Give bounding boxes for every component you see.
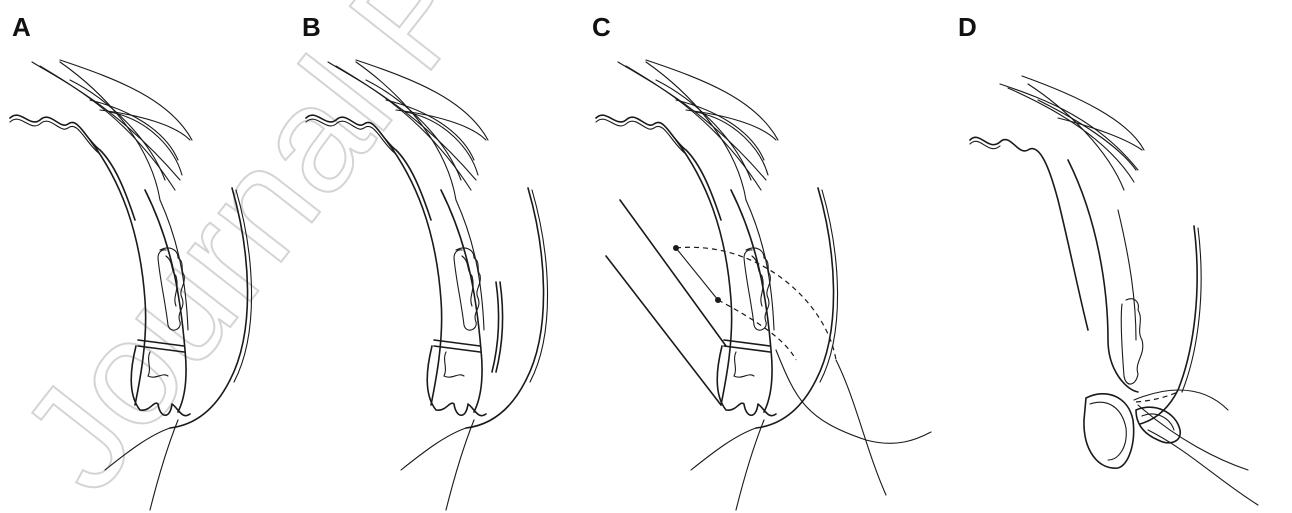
panel-b-drawing <box>306 60 548 510</box>
panel-d-drawing <box>970 76 1258 505</box>
panel-c-drawing <box>596 60 931 510</box>
panel-a-drawing <box>10 60 252 510</box>
